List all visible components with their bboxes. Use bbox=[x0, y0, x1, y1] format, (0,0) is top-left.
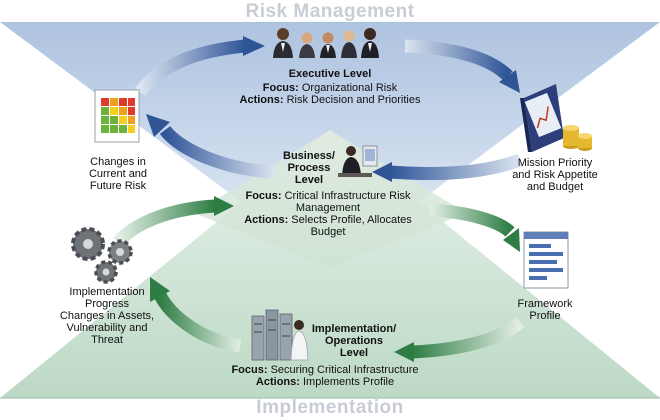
executive-actions-label: Actions: bbox=[239, 94, 284, 106]
changes-risk-line2: Current and bbox=[88, 168, 148, 180]
executive-level-title: Executive Level bbox=[288, 68, 372, 80]
risk-management-title: Risk Management bbox=[245, 1, 415, 22]
business-person-computer-icon bbox=[338, 145, 378, 177]
progress-line4: Vulnerability and bbox=[66, 322, 148, 334]
gears-icon bbox=[71, 227, 133, 284]
budget-binder-icon bbox=[520, 84, 592, 152]
risk-heatmap-document-icon bbox=[94, 89, 140, 143]
executive-actions-value: Risk Decision and Priorities bbox=[286, 94, 421, 106]
executive-focus-label: Focus: bbox=[262, 82, 299, 94]
progress-line5: Threat bbox=[91, 334, 123, 346]
arrow-executive-to-mission bbox=[404, 39, 520, 93]
executive-level-block: Executive Level Focus: Organizational Ri… bbox=[230, 68, 430, 106]
progress-line1: Implementation bbox=[69, 286, 145, 298]
mission-priority-label: Mission Priority and Risk Appetite and B… bbox=[500, 157, 610, 193]
arrow-business-to-framework bbox=[429, 203, 520, 252]
changes-risk-line1: Changes in bbox=[90, 156, 146, 168]
business-title-line1: Business/ bbox=[283, 150, 335, 162]
framework-line1: Framework bbox=[517, 298, 573, 310]
mission-line1: Mission Priority bbox=[517, 157, 593, 169]
implementation-title-line2: Operations bbox=[324, 335, 384, 347]
arrow-progress-to-business bbox=[113, 196, 234, 247]
executive-people-icon bbox=[273, 28, 379, 58]
arrow-mission-to-business bbox=[372, 153, 523, 182]
business-focus-label: Focus: bbox=[245, 190, 282, 202]
implementation-level-details: Focus: Securing Critical Infrastructure … bbox=[210, 364, 440, 388]
changes-risk-line3: Future Risk bbox=[89, 180, 147, 192]
implementation-title-line1: Implementation/ bbox=[311, 323, 397, 335]
implementation-focus-label: Focus: bbox=[231, 364, 268, 376]
implementation-actions-label: Actions: bbox=[255, 376, 300, 388]
arrow-to-executive bbox=[134, 36, 265, 97]
framework-line2: Profile bbox=[529, 310, 561, 322]
business-actions-label: Actions: bbox=[244, 214, 289, 226]
progress-line2: Progress bbox=[84, 298, 130, 310]
progress-line3: Changes in Assets, bbox=[59, 310, 155, 322]
implementation-level-title: Implementation/ Operations Level bbox=[306, 323, 402, 359]
mission-line2: and Risk Appetite bbox=[512, 169, 598, 181]
arrow-framework-to-implementation bbox=[394, 316, 525, 362]
business-actions-value-line2: Budget bbox=[310, 226, 346, 238]
framework-profile-label: Framework Profile bbox=[505, 298, 585, 322]
business-focus-value-line1: Critical Infrastructure Risk bbox=[284, 190, 411, 202]
implementation-progress-label: Implementation Progress Changes in Asset… bbox=[52, 286, 162, 346]
business-title-line2: Process bbox=[287, 162, 331, 174]
implementation-focus-value: Securing Critical Infrastructure bbox=[270, 364, 419, 376]
implementation-title: Implementation bbox=[256, 397, 404, 418]
center-diamond bbox=[194, 130, 466, 268]
business-level-details: Focus: Critical Infrastructure Risk Mana… bbox=[228, 190, 428, 238]
implementation-actions-value: Implements Profile bbox=[302, 376, 395, 388]
arrow-business-to-changes bbox=[146, 114, 276, 179]
mission-line3: and Budget bbox=[526, 181, 584, 193]
executive-focus-value: Organizational Risk bbox=[301, 82, 398, 94]
arrow-implementation-to-progress bbox=[150, 277, 242, 353]
business-level-title: Business/ Process Level bbox=[275, 150, 343, 186]
server-room-operator-icon bbox=[251, 309, 309, 361]
framework-profile-document-icon bbox=[523, 231, 569, 289]
business-actions-value-line1: Selects Profile, Allocates bbox=[291, 214, 412, 226]
business-focus-value-line2: Management bbox=[295, 202, 361, 214]
implementation-title-line3: Level bbox=[339, 347, 369, 359]
business-title-line3: Level bbox=[294, 174, 324, 186]
changes-in-risk-label: Changes in Current and Future Risk bbox=[72, 156, 164, 192]
